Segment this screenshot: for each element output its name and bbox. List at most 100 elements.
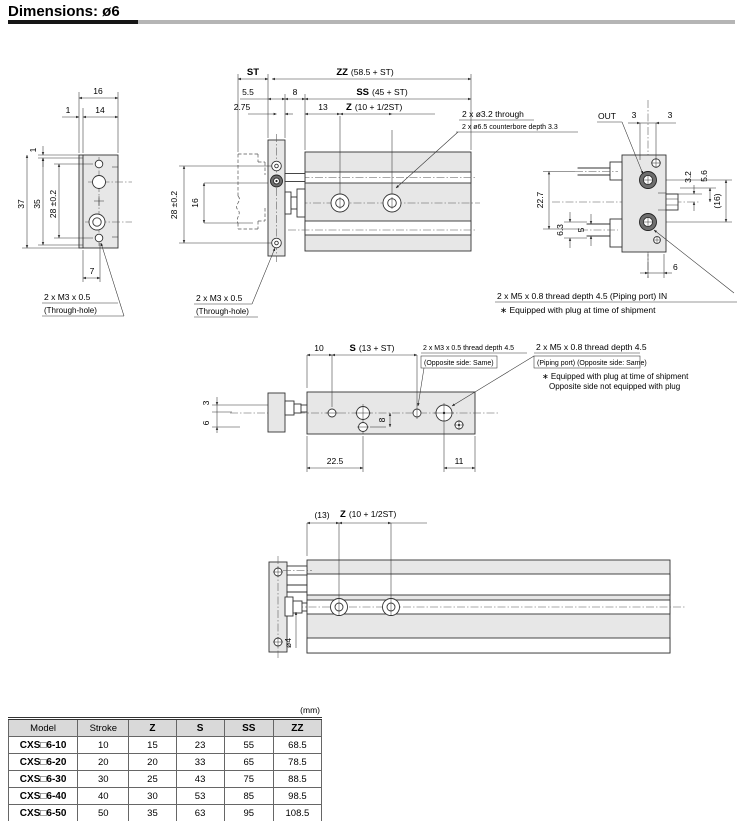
- front-dim-1-top: 1: [28, 147, 38, 152]
- front-view-dimensions: 16 1 14 1 37 35 28 ±0.2: [16, 86, 119, 282]
- end-note-pipingport: 2 x M5 x 0.8 thread depth 4.5 (Piping po…: [497, 291, 667, 301]
- top-dim-10: 10: [314, 343, 324, 353]
- cell-z: 30: [128, 787, 177, 805]
- cell-s: 53: [175, 787, 225, 805]
- top-dim-s: S(13 + ST): [349, 343, 394, 354]
- dimension-table: Model Stroke Z S SS ZZ CXS□6-10 10 15 23…: [7, 717, 323, 821]
- col-header-ss: SS: [223, 718, 274, 737]
- front-dim-37: 37: [16, 199, 26, 209]
- front-view-note: 2 x M3 x 0.5 (Through-hole): [42, 242, 125, 317]
- side-callout-through: 2 x ø3.2 through: [462, 109, 524, 119]
- end-dim-227: 22.7: [535, 191, 545, 208]
- cell-zz: 98.5: [272, 787, 323, 805]
- side-dim-zz: ZZ(58.5 + ST): [336, 67, 394, 78]
- top-note-opposite: Opposite side not equipped with plug: [549, 382, 680, 391]
- side-view-body: [267, 116, 480, 262]
- cell-ss: 95: [223, 804, 274, 821]
- end-dim-16: (16): [712, 193, 722, 208]
- front-dim-14: 14: [95, 105, 105, 115]
- top-view: 3 6 10 S(13 + ST) 8 22.5 11: [201, 342, 689, 472]
- end-view-body: [552, 100, 700, 278]
- top-dim-11: 11: [455, 456, 464, 466]
- col-header-s: S: [175, 718, 225, 737]
- end-view-dimensions: 3 3 22.7 6.3 5 3.2 5.6: [535, 110, 732, 278]
- top-callout-m5: 2 x M5 x 0.8 thread depth 4.5: [536, 342, 647, 352]
- front-view-body: [78, 154, 132, 249]
- side-view-phantom: [204, 153, 268, 230]
- cell-stroke: 30: [77, 770, 130, 788]
- cell-zz: 78.5: [272, 753, 323, 771]
- front-dim-7: 7: [90, 266, 95, 276]
- col-header-z: Z: [128, 718, 177, 737]
- table-unit-label: (mm): [300, 705, 320, 715]
- bottom-view-dimensions: (13) Z(10 + 1/2ST) ø4: [283, 509, 427, 648]
- cell-z: 35: [128, 804, 177, 821]
- col-header-zz: ZZ: [272, 718, 323, 737]
- side-dim-55: 5.5: [242, 87, 254, 97]
- top-view-dimensions: 3 6 10 S(13 + ST) 8 22.5 11: [201, 343, 476, 472]
- side-dim-8: 8: [293, 87, 298, 97]
- cell-s: 63: [175, 804, 225, 821]
- bottom-view-body: [268, 556, 685, 658]
- cell-model: CXS□6-40: [7, 787, 79, 805]
- top-callout-m3-opposite: (Opposite side: Same): [424, 360, 494, 367]
- side-view-callouts: 2 x ø3.2 through 2 x ø6.5 counterbore de…: [194, 109, 578, 318]
- top-note-plug: ∗ Equipped with plug at time of shipment: [542, 372, 689, 381]
- cell-model: CXS□6-30: [7, 770, 79, 788]
- side-dim-ss: SS(45 + ST): [356, 87, 408, 98]
- cell-ss: 65: [223, 753, 274, 771]
- cell-stroke: 50: [77, 804, 130, 821]
- cell-z: 20: [128, 753, 177, 771]
- front-dim-35: 35: [32, 199, 42, 209]
- top-dim-6: 6: [201, 420, 211, 425]
- cell-zz: 108.5: [272, 804, 323, 821]
- side-dim-st: ST: [247, 67, 259, 78]
- cell-stroke: 20: [77, 753, 130, 771]
- end-dim-63: 6.3: [555, 224, 565, 236]
- bottom-dim-13: (13): [314, 510, 329, 520]
- col-header-stroke: Stroke: [77, 718, 130, 737]
- side-dim-275: 2.75: [234, 102, 251, 112]
- side-view-dimensions: ST ZZ(58.5 + ST) 5.5 8 SS(45 + ST) 2.75 …: [169, 67, 472, 244]
- side-callout-counterbore: 2 x ø6.5 counterbore depth 3.3: [462, 124, 558, 131]
- front-view: 16 1 14 1 37 35 28 ±0.2: [16, 86, 132, 317]
- side-note-throughhole: (Through-hole): [196, 307, 249, 316]
- cell-model: CXS□6-10: [7, 736, 79, 754]
- cell-model: CXS□6-20: [7, 753, 79, 771]
- end-dim-56: 5.6: [699, 170, 709, 182]
- table-row: CXS□6-50 50 35 63 95 108.5: [7, 804, 323, 821]
- cell-z: 25: [128, 770, 177, 788]
- top-view-callouts: 2 x M3 x 0.5 thread depth 4.5 (Opposite …: [417, 342, 689, 407]
- cell-ss: 75: [223, 770, 274, 788]
- end-view: 3 3 22.7 6.3 5 3.2 5.6: [495, 100, 737, 315]
- table-header-row: Model Stroke Z S SS ZZ: [7, 718, 323, 737]
- col-header-model: Model: [7, 718, 79, 737]
- end-dim-6: 6: [673, 262, 678, 272]
- table-row: CXS□6-40 40 30 53 85 98.5: [7, 787, 323, 805]
- front-dim-28: 28 ±0.2: [48, 190, 58, 219]
- side-dim-13: 13: [318, 102, 328, 112]
- end-note-plug: ∗ Equipped with plug at time of shipment: [500, 305, 656, 315]
- bottom-dim-dia4: ø4: [283, 638, 293, 648]
- top-view-body: [230, 391, 500, 435]
- side-dim-28: 28 ±0.2: [169, 191, 179, 220]
- end-view-callouts: OUT 2 x M5 x 0.8 thread depth 4.5 (Pipin…: [495, 111, 737, 315]
- top-dim-8: 8: [377, 417, 387, 422]
- top-dim-225: 22.5: [327, 456, 344, 466]
- front-note-thread: 2 x M3 x 0.5: [44, 292, 91, 302]
- bottom-dim-z: Z(10 + 1/2ST): [340, 509, 396, 520]
- front-dim-16: 16: [93, 86, 103, 96]
- cell-s: 23: [175, 736, 225, 754]
- front-dim-1: 1: [66, 105, 71, 115]
- top-callout-m3: 2 x M3 x 0.5 thread depth 4.5: [423, 345, 514, 352]
- end-out-label: OUT: [598, 111, 616, 121]
- cell-zz: 88.5: [272, 770, 323, 788]
- end-dim-32: 3.2: [683, 171, 693, 183]
- title-rule-black: [8, 20, 138, 24]
- page-title: Dimensions: ø6: [8, 3, 120, 20]
- side-view: ST ZZ(58.5 + ST) 5.5 8 SS(45 + ST) 2.75 …: [169, 67, 578, 318]
- dimension-drawing: 16 1 14 1 37 35 28 ±0.2: [16, 67, 737, 658]
- side-dim-16: 16: [190, 198, 200, 208]
- cell-z: 15: [128, 736, 177, 754]
